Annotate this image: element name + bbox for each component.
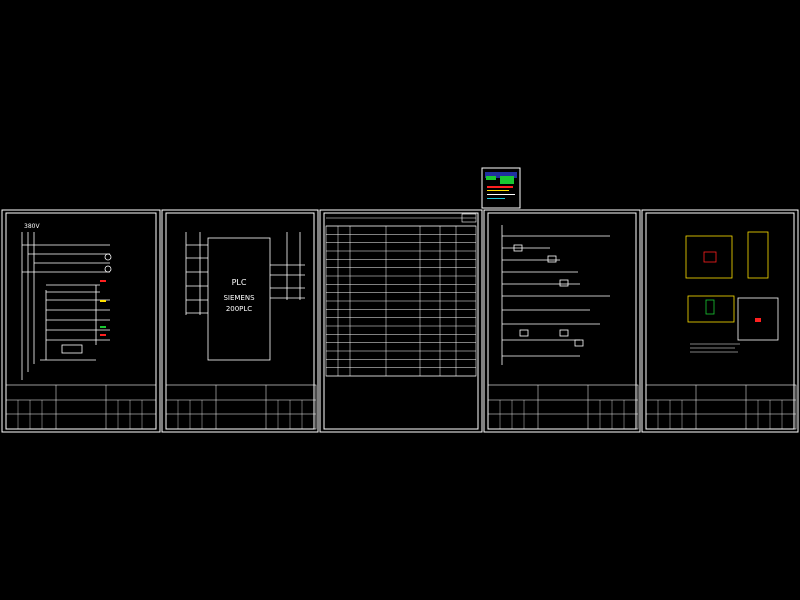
title-block bbox=[165, 384, 317, 430]
bom-rows bbox=[326, 225, 476, 377]
title-block bbox=[487, 384, 639, 430]
plc-label: PLC bbox=[232, 278, 247, 287]
sheet-1-power-circuit: 380V bbox=[21, 223, 112, 380]
title-block bbox=[5, 384, 157, 430]
plc-model: 200PLC bbox=[226, 305, 252, 313]
preview-thumbnail[interactable] bbox=[481, 167, 521, 209]
sheet-4-ladder-logic bbox=[501, 225, 610, 365]
plc-maker: SIEMENS bbox=[223, 294, 255, 302]
sheet-5-panel-layout bbox=[685, 231, 779, 353]
plc-block bbox=[207, 237, 271, 361]
title-blocks bbox=[5, 384, 797, 430]
svg-text:380V: 380V bbox=[24, 223, 40, 230]
title-block bbox=[645, 384, 797, 430]
sheet-2-plc-wiring bbox=[185, 232, 305, 361]
sheet-1-color-marks bbox=[100, 280, 106, 336]
sheet-frames bbox=[1, 209, 799, 433]
sheet-3-bom-table bbox=[325, 213, 477, 377]
